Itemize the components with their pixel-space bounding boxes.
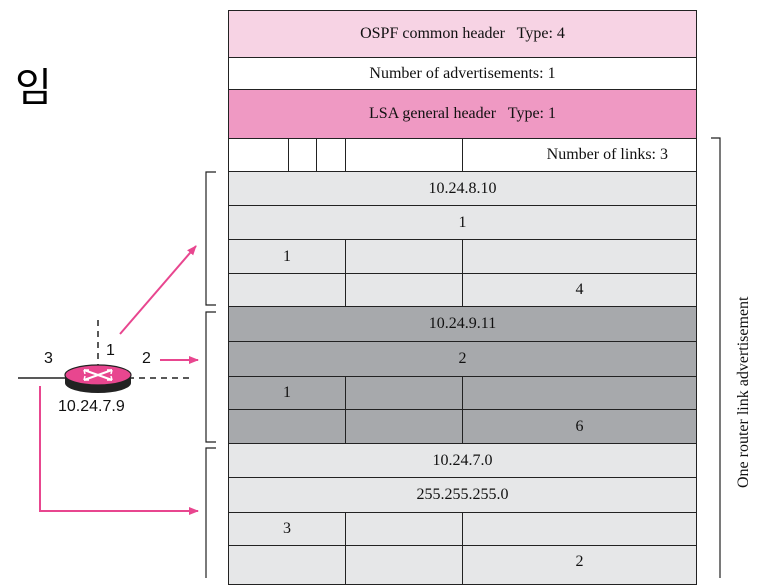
link2-id-label: 10.24.9.11 <box>428 315 497 332</box>
link1-brace <box>205 171 216 306</box>
lsa-general-header-label: LSA general header Type: 1 <box>369 105 556 122</box>
link3-data-label: 255.255.255.0 <box>416 486 509 503</box>
link2-brace <box>205 311 216 443</box>
arrow-link-3 <box>39 386 199 515</box>
router-icon <box>64 364 132 393</box>
link1-metric: 4 <box>462 273 697 307</box>
router-port-2-label: 2 <box>142 350 151 367</box>
link3-brace <box>205 447 216 578</box>
link2-metric: 6 <box>462 409 697 444</box>
arrow-link-1 <box>119 245 197 335</box>
link1-reserved <box>345 273 463 307</box>
ospf-common-header-label: OSPF common header Type: 4 <box>360 25 565 42</box>
router-link-advertisement-label: One router link advertisement <box>735 296 752 489</box>
link1-data-label: 1 <box>458 213 467 231</box>
link3-metric-label: 2 <box>575 553 584 570</box>
flags-cell <box>288 138 317 172</box>
link3-tos <box>345 512 463 546</box>
link2-data-label: 2 <box>458 350 467 367</box>
router-port-1-label: 1 <box>106 342 115 359</box>
number-of-links: Number of links: 3 <box>462 138 697 172</box>
advertisement-brace <box>711 137 721 578</box>
link3-id-label: 10.24.7.0 <box>432 451 493 469</box>
link3-data: 255.255.255.0 <box>228 477 697 513</box>
link2-metric-label: 6 <box>575 417 584 435</box>
flags-cell <box>228 138 289 172</box>
router-address-label: 10.24.7.9 <box>58 398 125 415</box>
link1-tos <box>345 239 463 274</box>
link2-reserved <box>345 409 463 444</box>
link1-type-label: 1 <box>283 247 291 265</box>
link2-type: 1 <box>228 376 346 410</box>
link2-tos <box>345 376 463 410</box>
lsa-general-header: LSA general header Type: 1 <box>228 89 697 139</box>
number-of-links-label: Number of links: 3 <box>546 146 668 163</box>
link3-type: 3 <box>228 512 346 546</box>
link3-type-label: 3 <box>283 520 291 537</box>
link2-type-label: 1 <box>283 384 291 401</box>
link1-id-label: 10.24.8.10 <box>428 179 497 197</box>
link1-id: 10.24.8.10 <box>228 171 697 206</box>
link3-id: 10.24.7.0 <box>228 443 697 478</box>
number-of-advertisements-label: Number of advertisements: 1 <box>369 64 556 82</box>
link1-type: 1 <box>228 239 346 274</box>
reserved-cell <box>345 138 463 172</box>
link1-blank <box>462 239 697 274</box>
link2-tos-count <box>228 409 346 444</box>
ospf-common-header: OSPF common header Type: 4 <box>228 10 697 58</box>
link1-metric-label: 4 <box>575 281 584 298</box>
side-text: 임 <box>15 65 52 111</box>
router-port-3-label: 3 <box>44 350 53 367</box>
